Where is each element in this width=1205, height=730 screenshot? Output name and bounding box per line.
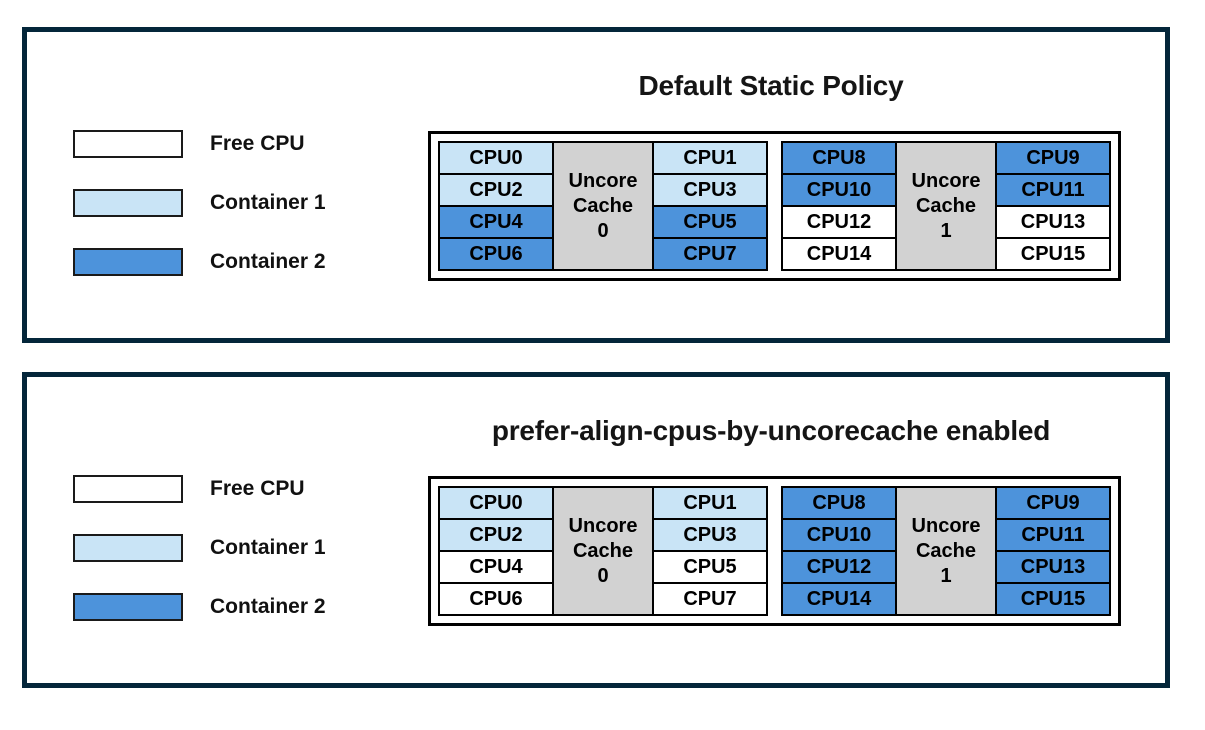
cpu-column-left: CPU0 CPU2 CPU4 CPU6 <box>438 141 554 271</box>
legend-item-label: Container 1 <box>210 191 326 214</box>
cpu-cell: CPU7 <box>652 237 768 271</box>
cpu-cell: CPU9 <box>995 486 1111 520</box>
cpu-column-right: CPU9 CPU11 CPU13 CPU15 <box>995 141 1111 271</box>
legend-item-container-1: Container 1 <box>73 189 326 217</box>
cpu-cell: CPU13 <box>995 550 1111 584</box>
cpu-cell: CPU5 <box>652 550 768 584</box>
uncore-cache-box: Uncore Cache 1 <box>895 486 997 616</box>
cpu-column-right: CPU1 CPU3 CPU5 CPU7 <box>652 486 768 616</box>
panel-prefer-align-uncorecache: prefer-align-cpus-by-uncorecache enabled… <box>22 372 1170 688</box>
uncore-cluster-1: CPU8 CPU10 CPU12 CPU14 Uncore Cache 1 CP… <box>781 141 1111 271</box>
legend-item-container-2: Container 2 <box>73 593 326 621</box>
legend-item-free-cpu: Free CPU <box>73 130 326 158</box>
legend-item-label: Container 2 <box>210 595 326 618</box>
legend-item-container-2: Container 2 <box>73 248 326 276</box>
cpu-topology-diagram: CPU0 CPU2 CPU4 CPU6 Uncore Cache 0 CPU1 … <box>428 131 1121 281</box>
cpu-cell: CPU13 <box>995 205 1111 239</box>
cpu-topology-diagram: CPU0 CPU2 CPU4 CPU6 Uncore Cache 0 CPU1 … <box>428 476 1121 626</box>
legend-swatch <box>73 475 183 503</box>
uncore-cache-box: Uncore Cache 0 <box>552 486 654 616</box>
cpu-column-left: CPU0 CPU2 CPU4 CPU6 <box>438 486 554 616</box>
legend-swatch <box>73 534 183 562</box>
cpu-cell: CPU15 <box>995 237 1111 271</box>
cpu-cell: CPU4 <box>438 550 554 584</box>
cpu-cell: CPU10 <box>781 173 897 207</box>
cpu-cell: CPU5 <box>652 205 768 239</box>
cpu-column-right: CPU9 CPU11 CPU13 CPU15 <box>995 486 1111 616</box>
panel-default-static-policy: Default Static Policy Free CPU Container… <box>22 27 1170 343</box>
legend-item-container-1: Container 1 <box>73 534 326 562</box>
uncore-cluster-0: CPU0 CPU2 CPU4 CPU6 Uncore Cache 0 CPU1 … <box>438 141 768 271</box>
legend-item-label: Container 1 <box>210 536 326 559</box>
uncore-cluster-0: CPU0 CPU2 CPU4 CPU6 Uncore Cache 0 CPU1 … <box>438 486 768 616</box>
cpu-cell: CPU2 <box>438 173 554 207</box>
uncore-cache-box: Uncore Cache 0 <box>552 141 654 271</box>
legend: Free CPU Container 1 Container 2 <box>73 475 326 652</box>
cpu-cell: CPU8 <box>781 486 897 520</box>
cpu-cell: CPU4 <box>438 205 554 239</box>
legend: Free CPU Container 1 Container 2 <box>73 130 326 307</box>
cpu-cell: CPU0 <box>438 141 554 175</box>
cpu-cell: CPU6 <box>438 237 554 271</box>
cpu-cell: CPU10 <box>781 518 897 552</box>
uncore-cache-box: Uncore Cache 1 <box>895 141 997 271</box>
cpu-cell: CPU12 <box>781 550 897 584</box>
panel-title: Default Static Policy <box>638 70 904 101</box>
cpu-cell: CPU14 <box>781 237 897 271</box>
legend-swatch <box>73 130 183 158</box>
cpu-cell: CPU1 <box>652 486 768 520</box>
legend-item-label: Container 2 <box>210 250 326 273</box>
legend-item-label: Free CPU <box>210 477 305 500</box>
cpu-cell: CPU7 <box>652 582 768 616</box>
cpu-cell: CPU3 <box>652 173 768 207</box>
legend-item-label: Free CPU <box>210 132 305 155</box>
cpu-cell: CPU3 <box>652 518 768 552</box>
cpu-cell: CPU11 <box>995 173 1111 207</box>
cpu-cell: CPU6 <box>438 582 554 616</box>
cpu-cell: CPU11 <box>995 518 1111 552</box>
cpu-cell: CPU1 <box>652 141 768 175</box>
uncore-cluster-1: CPU8 CPU10 CPU12 CPU14 Uncore Cache 1 CP… <box>781 486 1111 616</box>
cpu-cell: CPU8 <box>781 141 897 175</box>
cpu-cell: CPU12 <box>781 205 897 239</box>
panel-title: prefer-align-cpus-by-uncorecache enabled <box>491 415 1051 446</box>
legend-swatch <box>73 593 183 621</box>
cpu-column-left: CPU8 CPU10 CPU12 CPU14 <box>781 486 897 616</box>
cpu-cell: CPU15 <box>995 582 1111 616</box>
legend-item-free-cpu: Free CPU <box>73 475 326 503</box>
cpu-cell: CPU14 <box>781 582 897 616</box>
cpu-cell: CPU9 <box>995 141 1111 175</box>
cpu-cell: CPU0 <box>438 486 554 520</box>
cpu-column-left: CPU8 CPU10 CPU12 CPU14 <box>781 141 897 271</box>
cpu-column-right: CPU1 CPU3 CPU5 CPU7 <box>652 141 768 271</box>
cpu-cell: CPU2 <box>438 518 554 552</box>
legend-swatch <box>73 189 183 217</box>
legend-swatch <box>73 248 183 276</box>
